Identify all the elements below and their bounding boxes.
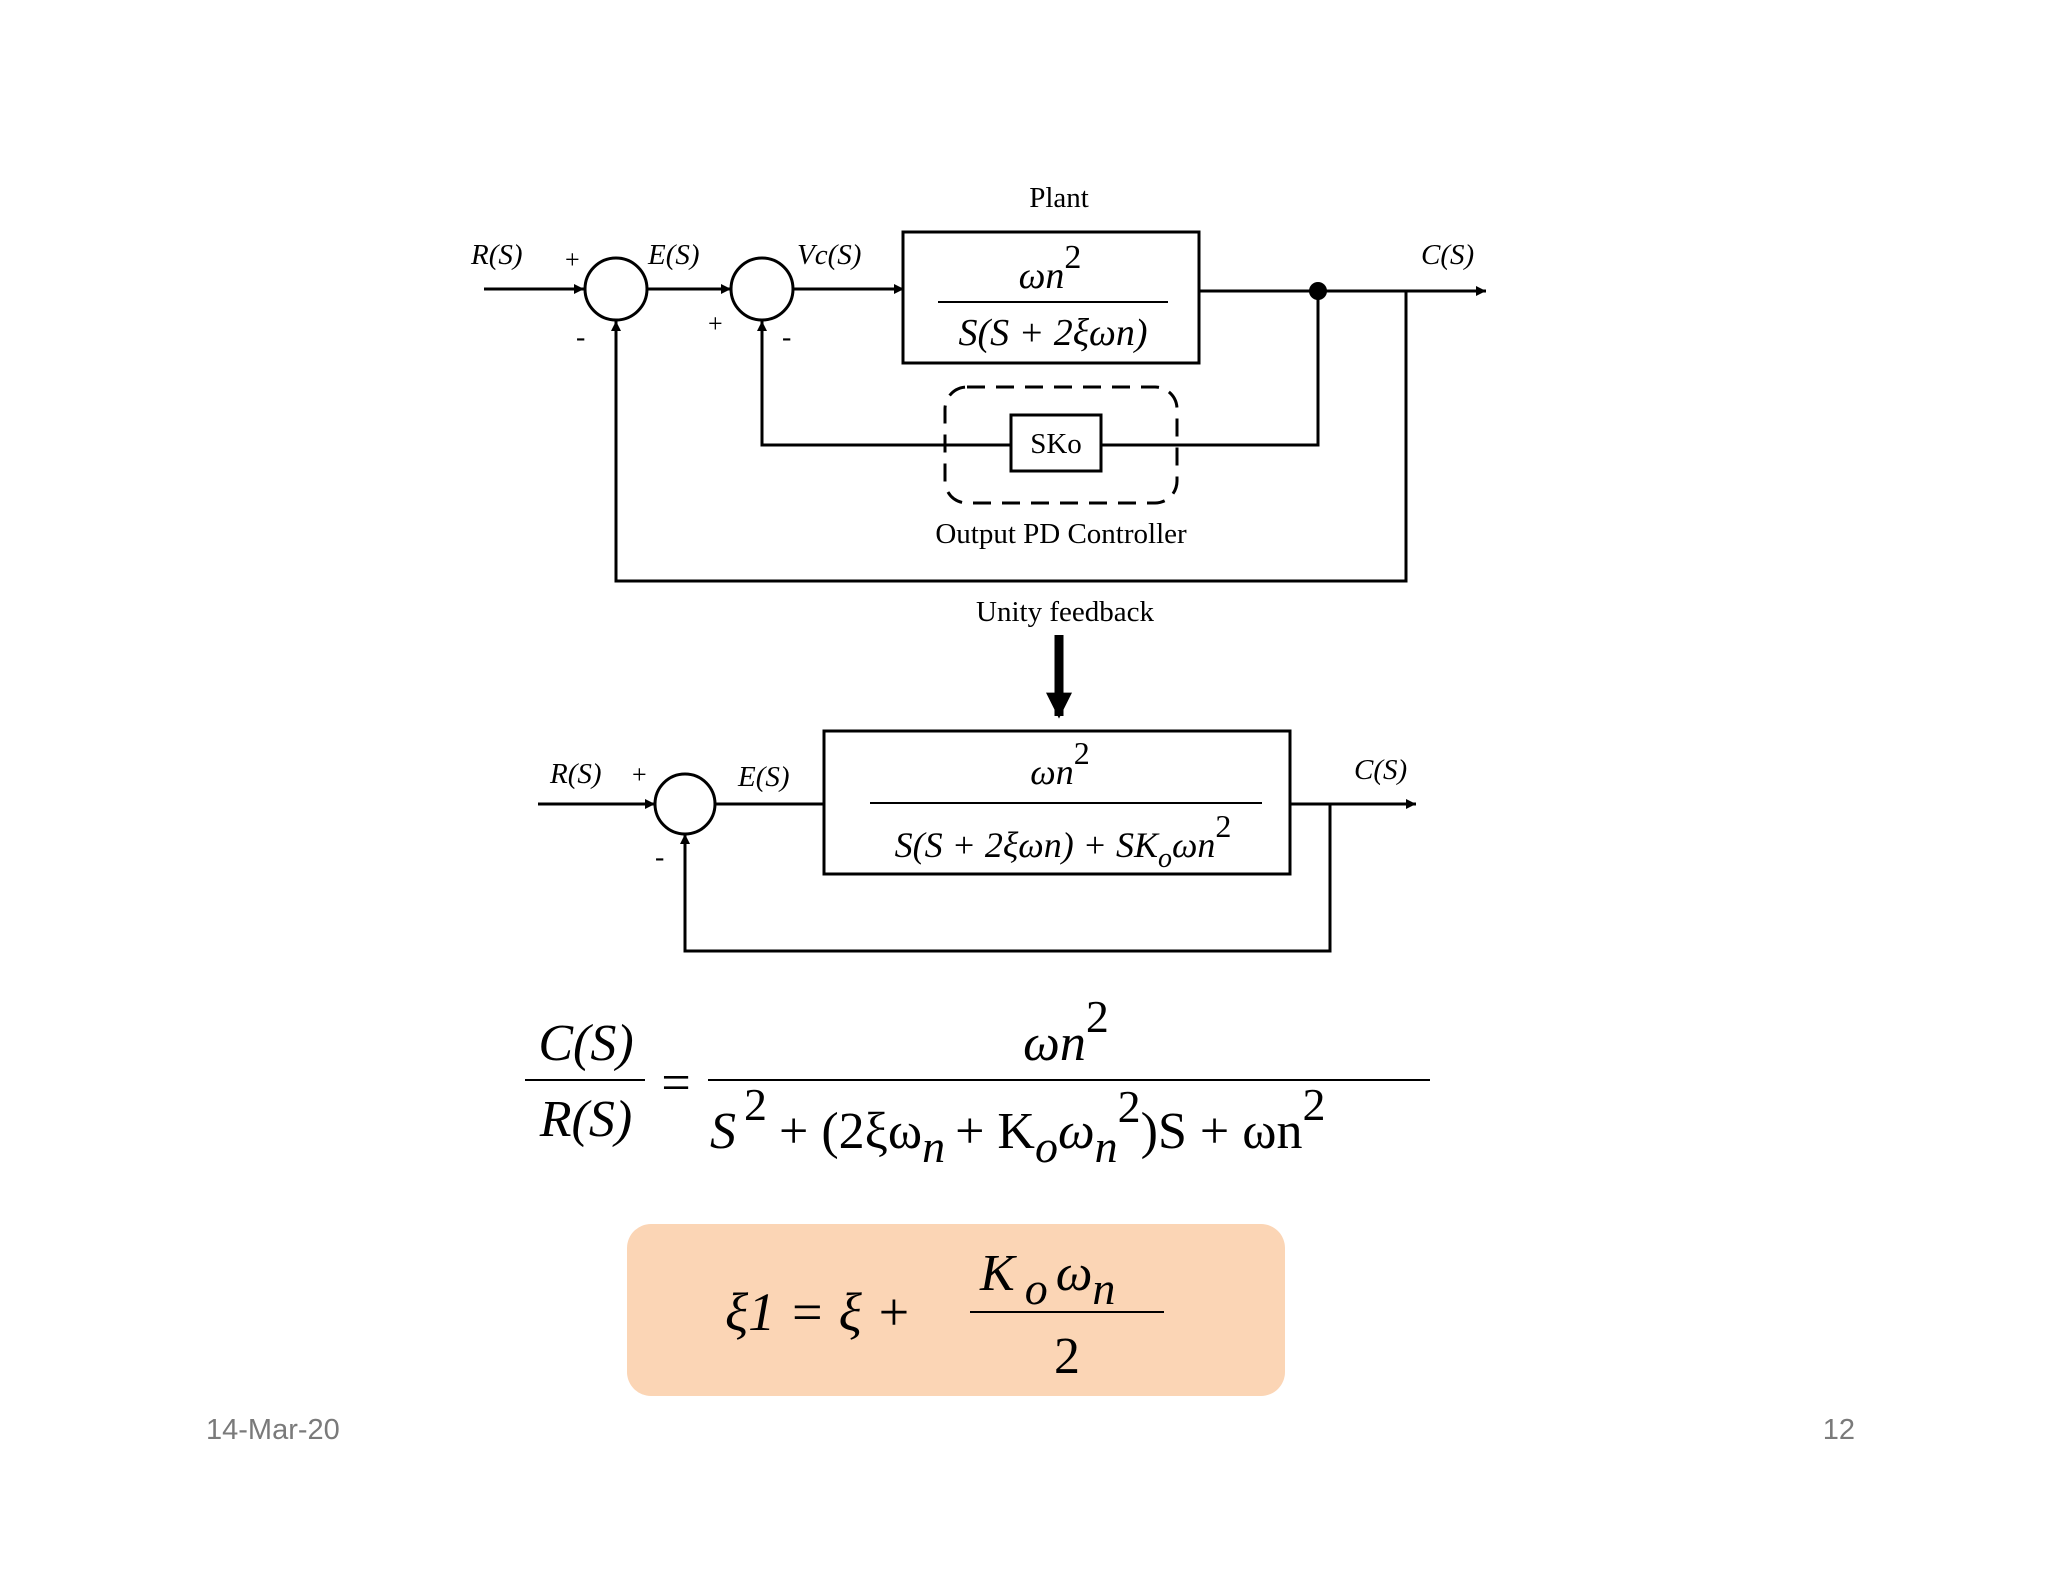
equals-sign: = xyxy=(661,1055,690,1112)
plant-block xyxy=(901,230,1201,365)
controller-block-label: SKo xyxy=(1030,428,1082,460)
rhs-numerator: ωn2 xyxy=(1023,991,1109,1072)
inner-feedback-left xyxy=(757,321,1011,447)
sign-plus-1: + xyxy=(565,245,580,274)
plant-tf-denominator: S(S + 2ξωn) xyxy=(958,312,1147,354)
result-denominator: 2 xyxy=(1054,1328,1080,1385)
bottom-sign-minus: - xyxy=(655,842,664,873)
bottom-error-label: E(S) xyxy=(737,761,790,793)
sign-minus-1: - xyxy=(576,322,585,353)
input-label: R(S) xyxy=(470,239,523,271)
summing-junction-2 xyxy=(729,256,795,322)
closed-loop-tf-denominator: S(S + 2ξωn) + SKoωn2 xyxy=(895,808,1232,874)
output-label: C(S) xyxy=(1421,239,1474,271)
bottom-diagram xyxy=(538,729,1416,953)
plant-label: Plant xyxy=(1029,182,1089,214)
top-diagram xyxy=(484,230,1486,583)
vc-label: Vc(S) xyxy=(797,239,861,271)
bottom-feedback-loop xyxy=(680,804,1332,953)
sign-plus-2: + xyxy=(708,309,723,338)
bottom-output-label: C(S) xyxy=(1354,754,1407,786)
inner-feedback-right xyxy=(1101,291,1320,447)
result-highlight-box xyxy=(627,1224,1285,1396)
closed-loop-tf-numerator: ωn2 xyxy=(1030,735,1089,792)
bottom-sign-plus: + xyxy=(632,760,647,789)
feedback-label: Unity feedback xyxy=(976,596,1154,628)
lhs-numerator: C(S) xyxy=(538,1015,633,1072)
footer-page-number: 12 xyxy=(1822,1414,1855,1446)
controller-label: Output PD Controller xyxy=(935,518,1187,550)
bottom-input-label: R(S) xyxy=(549,758,602,790)
controller-block xyxy=(1009,413,1103,473)
bottom-summing-junction xyxy=(653,772,717,836)
lhs-denominator: R(S) xyxy=(539,1091,632,1148)
result-lhs: ξ1 = ξ + xyxy=(725,1282,912,1342)
unity-feedback-loop xyxy=(611,291,1408,583)
summing-junction-1 xyxy=(583,256,649,322)
plant-tf-numerator: ωn2 xyxy=(1019,239,1082,297)
sign-minus-2: - xyxy=(782,322,791,353)
controller-dashed-box xyxy=(943,385,1179,505)
footer-date: 14-Mar-20 xyxy=(206,1414,340,1446)
error-label: E(S) xyxy=(647,239,700,271)
